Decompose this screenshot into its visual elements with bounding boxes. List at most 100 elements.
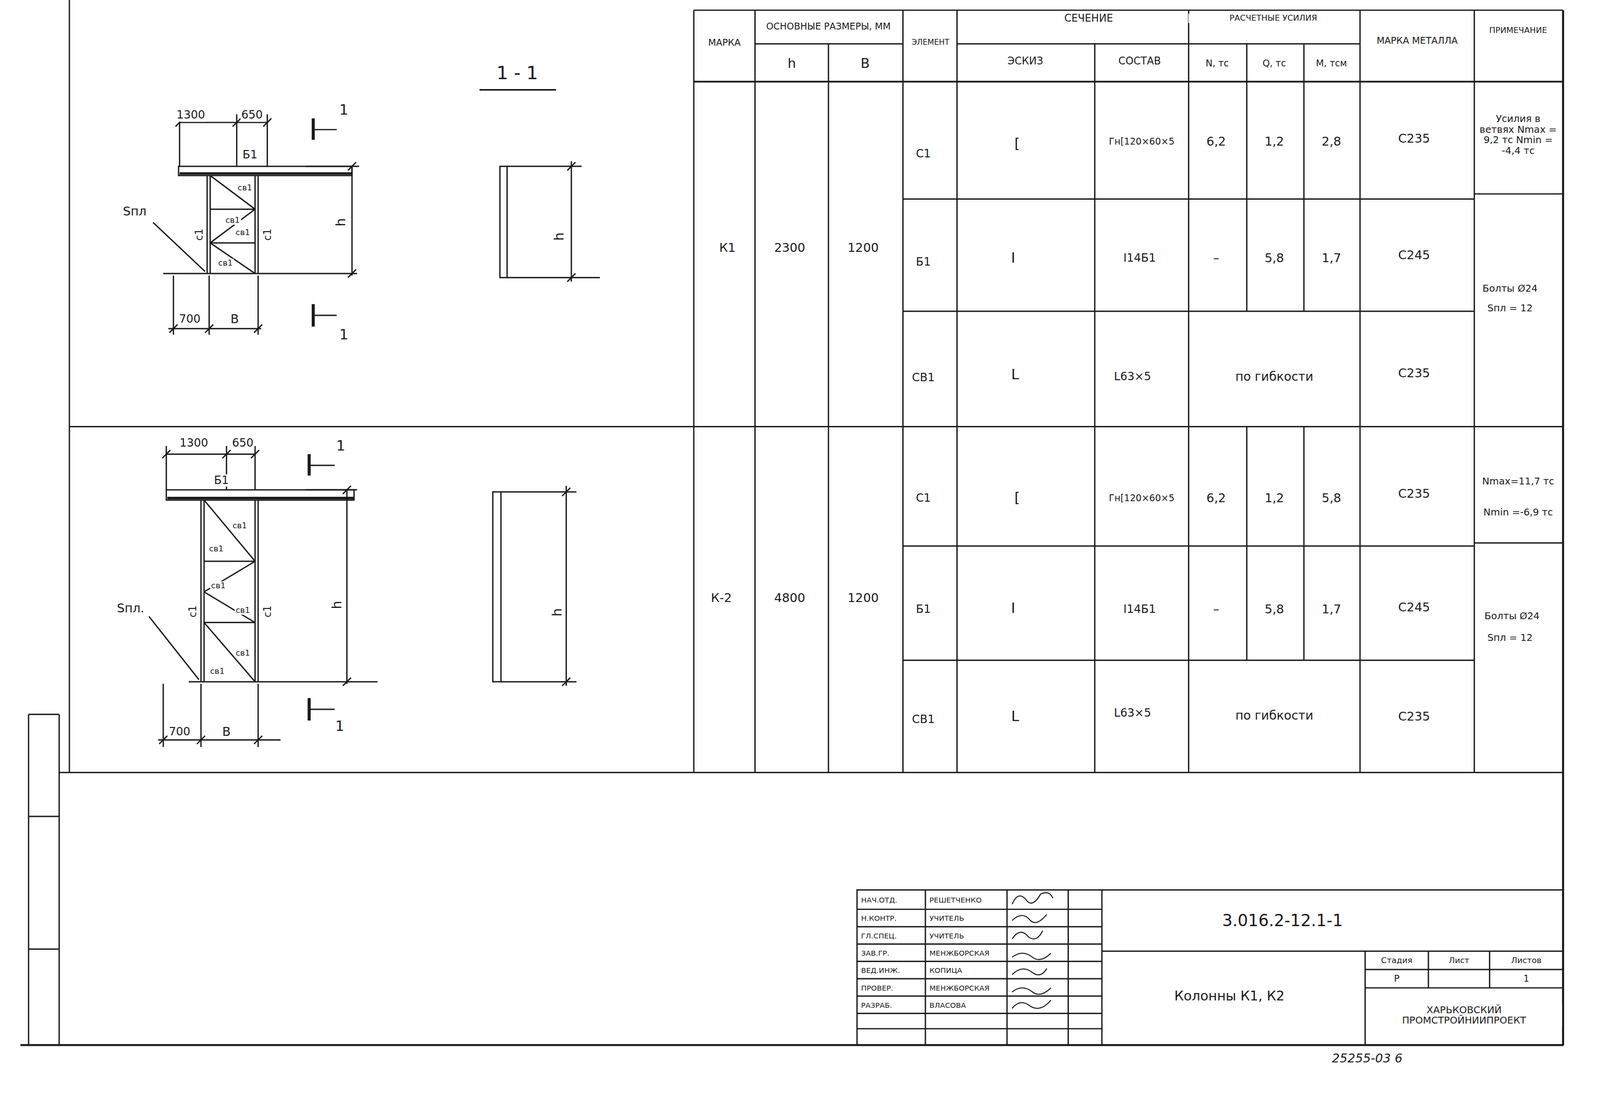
drawing-label: К1 [718,241,738,255]
drawing-label: С245 [1396,248,1431,262]
drawing-label: ПРОВЕР. [859,983,894,992]
drawing-label: M, тсм [1307,58,1355,69]
drawing-label: – [1212,602,1220,616]
drawing-label: Q, тс [1250,58,1298,69]
drawing-label: св1 [217,258,234,268]
drawing-label: с1 [193,227,205,242]
drawing-label: 1 [338,326,350,343]
drawing-label: МАРКА МЕТАЛЛА [1364,35,1469,47]
drawing-label: С235 [1396,709,1431,723]
drawing-label: св1 [234,605,251,615]
drawing-label: 5,8 [1263,251,1286,265]
drawing-label: ОСНОВНЫЕ РАЗМЕРЫ, ММ [756,21,901,32]
drawing-label: В [221,724,232,739]
drawing-label: 1200 [846,241,880,255]
drawing-label: 1300 [175,109,207,122]
drawing-label: св1 [207,544,225,554]
drawing-label: св1 [236,183,253,193]
drawing-label: по гибкости [1234,369,1315,384]
drawing-label: 6,2 [1205,135,1228,149]
drawing-label: с1 [187,604,199,619]
drawing-label: 1,7 [1320,251,1343,265]
drawing-label: Гн[120×60×5 [1107,136,1176,148]
drawing-label: L [1010,366,1021,383]
drawing-label: ГЛ.СПЕЦ. [859,931,898,940]
drawing-label: Б1 [915,256,932,269]
drawing-label: С235 [1396,487,1431,501]
drawing-label: Стадия [1380,955,1414,965]
drawing-label: Nmin =-6,9 тс [1476,506,1561,518]
drawing-label: 1,2 [1263,491,1286,505]
drawing-label: ПРИМЕЧАНИЕ [1488,26,1549,35]
drawing-label: РЕШЕТЧЕНКО [928,895,983,904]
drawing-label: ЭЛЕМЕНТ [910,38,951,48]
drawing-label: ХАРЬКОВСКИЙ ПРОМСТРОЙНИИПРОЕКТ [1365,1004,1562,1026]
drawing-label: Колонны К1, К2 [1167,988,1292,1004]
drawing-label: по гибкости [1234,708,1315,722]
drawing-label: св1 [224,215,241,225]
drawing-label: I14Б1 [1122,602,1157,616]
drawing-label: [ [1013,490,1021,506]
drawing-label: 650 [240,109,265,122]
drawing-label: I [1009,600,1017,617]
drawing-label: Болты Ø24 [1481,283,1539,295]
drawing-label: 6,2 [1205,491,1228,505]
drawing-label: РАЗРАБ. [859,1001,893,1009]
drawing-label: 1200 [846,591,880,605]
drawing-label: 1 [334,718,346,735]
drawing-label: СОСТАВ [1117,55,1162,67]
drawing-label: N, тс [1193,58,1241,69]
drawing-label: В [859,56,871,71]
drawing-label: [ [1013,136,1021,152]
drawing-label: 4800 [772,591,806,605]
drawing-label: Sпл = 12 [1486,632,1534,644]
drawing-label: 3.016.2-12.1-1 [1220,911,1344,930]
drawing-label: h [329,599,345,611]
drawing-label: 1 [1522,973,1531,984]
drawing-label: L63×5 [1113,370,1153,383]
drawing-label: УЧИТЕЛЬ [928,931,966,940]
drawing-label: С245 [1396,600,1431,614]
drawing-label: ВЛАСОВА [928,1001,967,1009]
drawing-label: С1 [915,491,932,504]
drawing-label: Sпл [121,204,148,218]
drawing-label: 2,8 [1320,135,1343,149]
drawing-label: Б1 [212,474,230,487]
drawing-label: св1 [209,581,227,591]
drawing-label: Н.КОНТР. [859,914,898,922]
drawing-label: 650 [231,436,255,449]
drawing-label: ЗАВ.ГР. [859,948,891,957]
drawing-label: с1 [261,604,273,619]
drawing-label: 1 - 1 [495,63,540,84]
drawing-label: Sпл. [116,601,146,615]
drawing-label: ВЕД.ИНЖ. [859,966,901,975]
drawing-label: Б1 [915,602,932,616]
drawing-label: 5,8 [1320,491,1343,505]
drawing-label: УЧИТЕЛЬ [928,914,966,922]
drawing-label: с1 [261,227,273,242]
drawing-label: Б1 [241,148,259,162]
drawing-label: МЕНЖБОРСКАЯ [928,983,991,992]
drawing-label: 1 [338,102,350,119]
drawing-label: 1300 [178,436,209,449]
drawing-label: I [1009,250,1017,267]
drawing-label: Р [1392,973,1401,984]
drawing-label: МАРКА [707,37,742,49]
drawing-label: К-2 [710,591,733,605]
drawing-label: L63×5 [1113,707,1153,720]
drawing-label: L [1010,708,1021,725]
drawing-label: СЕЧЕНИЕ [1063,12,1114,25]
drawing-label: h [333,217,349,228]
drawing-label: св1 [234,228,251,238]
drawing-label: СВ1 [911,712,936,726]
drawing-label: СВ1 [911,371,936,384]
drawing-label: 1,2 [1263,135,1286,149]
drawing-label: НАЧ.ОТД. [859,895,899,904]
drawing-label: 2300 [772,241,806,255]
drawing-label: Sпл = 12 [1486,302,1534,314]
drawing-label: 700 [177,313,202,326]
drawing-label: С235 [1396,131,1431,146]
drawing-label: h [549,606,565,618]
drawing-label: I14Б1 [1122,251,1157,265]
